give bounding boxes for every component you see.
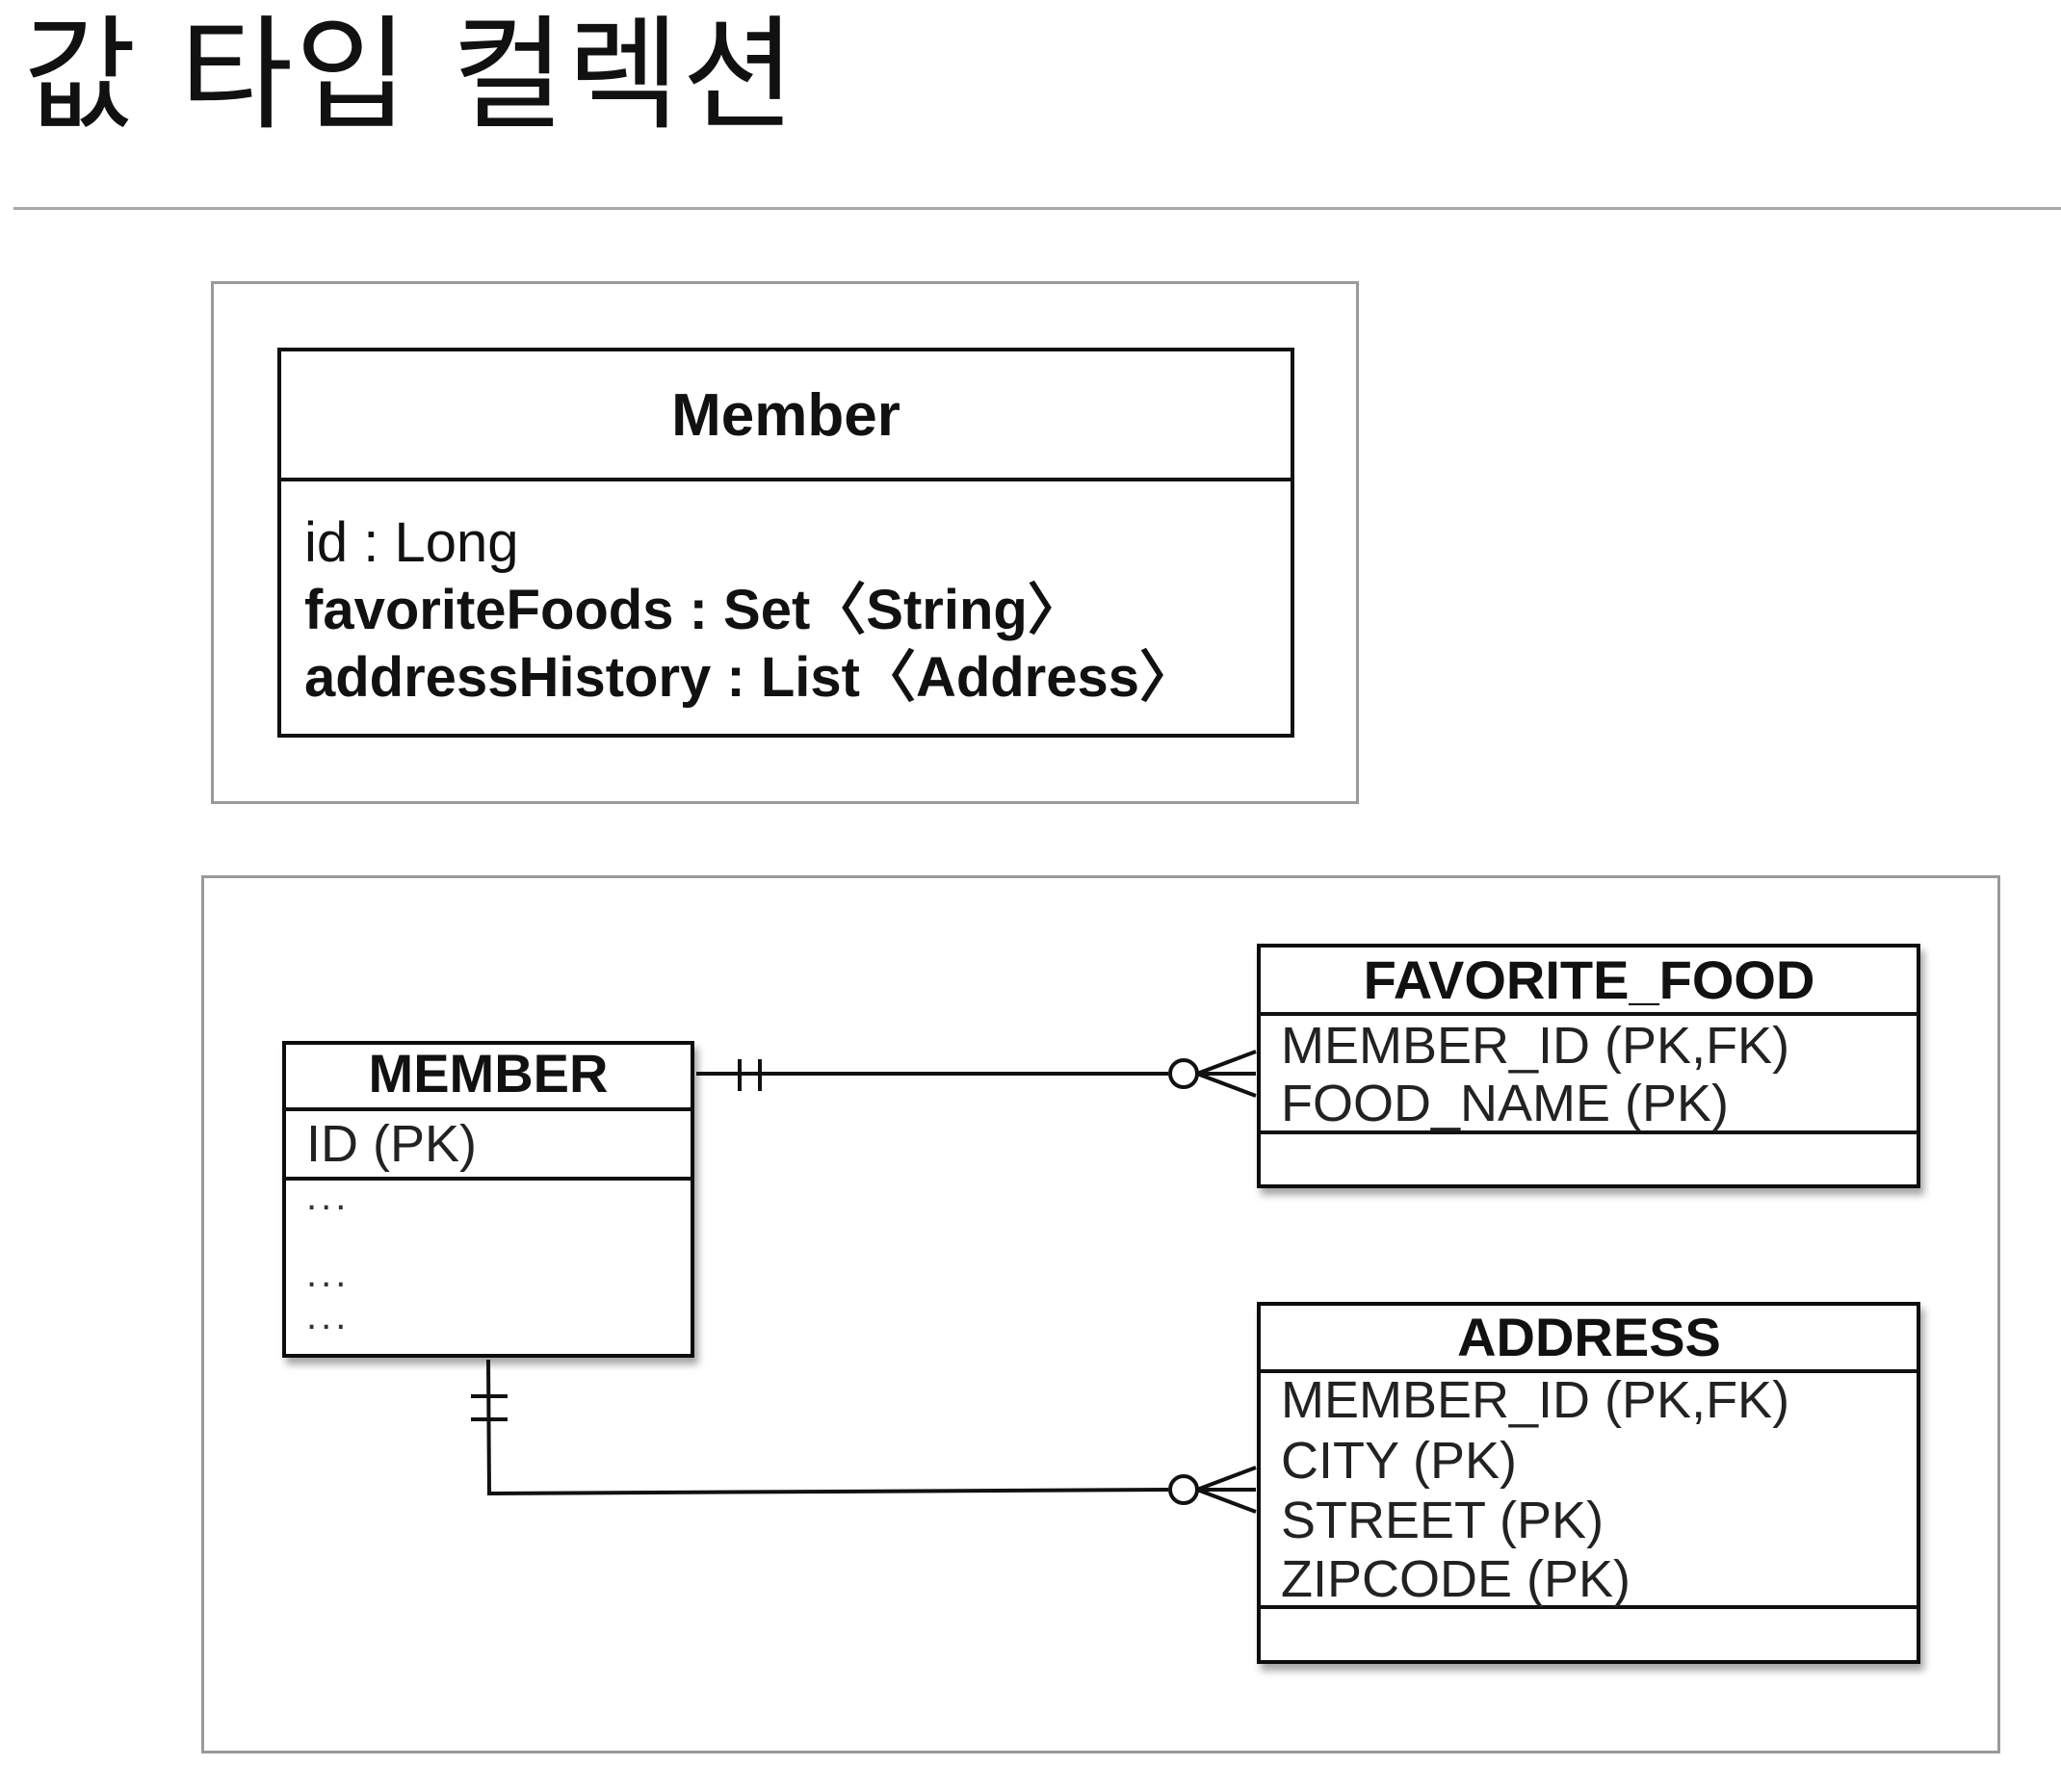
- erd-table-box: [1257, 1302, 1920, 1664]
- erd-field: ZIPCODE (PK): [1281, 1550, 1631, 1608]
- uml-class-name: Member: [671, 382, 900, 449]
- uml-attribute-favorite-foods: favoriteFoods : Set〈String〉: [304, 579, 1083, 641]
- erd-table-title: ADDRESS: [1457, 1307, 1721, 1367]
- erd-field-ellipsis: ...: [306, 1295, 350, 1338]
- erd-field: CITY (PK): [1281, 1432, 1517, 1490]
- cardinality-zero-circle: [1168, 1058, 1199, 1089]
- cardinality-crows-foot: [1196, 1050, 1257, 1076]
- erd-table-box: [1257, 944, 1920, 1188]
- erd-field: ID (PK): [306, 1115, 477, 1173]
- cardinality-crows-foot: [1196, 1072, 1257, 1098]
- uml-class-box: [277, 348, 1294, 738]
- erd-field: FOOD_NAME (PK): [1281, 1075, 1729, 1132]
- uml-attribute-id: id : Long: [304, 511, 519, 574]
- page-title: 값 타입 컬렉션: [23, 4, 797, 147]
- erd-field: STREET (PK): [1281, 1492, 1604, 1549]
- cardinality-crows-foot: [1196, 1466, 1257, 1492]
- uml-class-member: Member id : Long favoriteFoods : Set〈Str…: [277, 348, 1294, 738]
- erd-field-ellipsis: ...: [306, 1176, 350, 1218]
- erd-field-ellipsis: ...: [306, 1253, 350, 1295]
- title-divider: [13, 207, 2061, 210]
- erd-field: MEMBER_ID (PK,FK): [1281, 1017, 1789, 1075]
- erd-relationship-member-address: [471, 1359, 1257, 1514]
- erd-table-member: MEMBER ID (PK) ... ... ...: [282, 1041, 694, 1358]
- erd-field: MEMBER_ID (PK,FK): [1281, 1371, 1789, 1429]
- erd-table-favorite-food: FAVORITE_FOOD MEMBER_ID (PK,FK) FOOD_NAM…: [1257, 944, 1920, 1188]
- erd-table-title: MEMBER: [369, 1043, 609, 1104]
- cardinality-crows-foot: [1196, 1488, 1257, 1514]
- cardinality-zero-circle: [1168, 1474, 1199, 1505]
- erd-table-address: ADDRESS MEMBER_ID (PK,FK) CITY (PK) STRE…: [1257, 1302, 1920, 1664]
- erd-relationship-member-favorite-food: [696, 1050, 1257, 1098]
- uml-attribute-address-history: addressHistory : List〈Address〉: [304, 646, 1195, 709]
- erd-table-title: FAVORITE_FOOD: [1364, 949, 1815, 1010]
- erd-table-box: [282, 1041, 694, 1358]
